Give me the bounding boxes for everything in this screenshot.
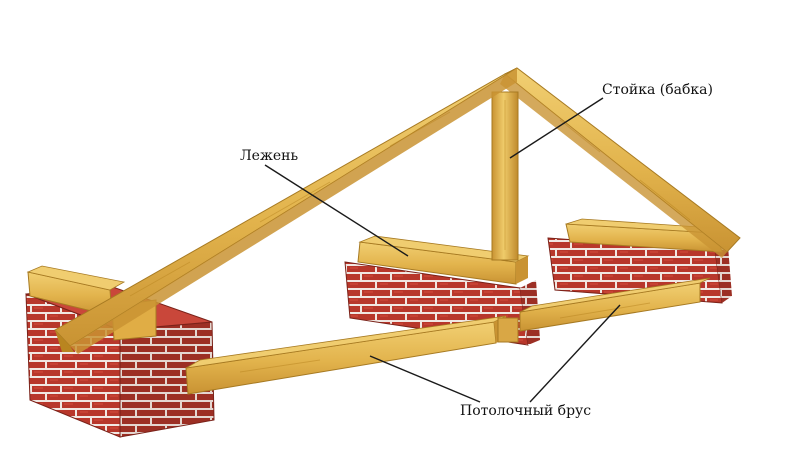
leader-ceiling-beam-left — [369, 355, 481, 403]
label-sill: Лежень — [240, 148, 299, 164]
rafter-left — [54, 67, 518, 354]
label-post: Стойка (бабка) — [602, 82, 713, 98]
rafter-right — [500, 67, 741, 258]
ceiling-beam — [185, 277, 711, 395]
leader-ceiling-beam-right — [529, 304, 621, 403]
sill-beam-middle — [357, 235, 530, 285]
label-ceiling-beam: Потолочный брус — [460, 403, 592, 419]
leader-lines — [264, 97, 621, 403]
leader-post — [509, 97, 604, 159]
leader-sill — [264, 164, 409, 257]
truss-post — [491, 91, 519, 261]
